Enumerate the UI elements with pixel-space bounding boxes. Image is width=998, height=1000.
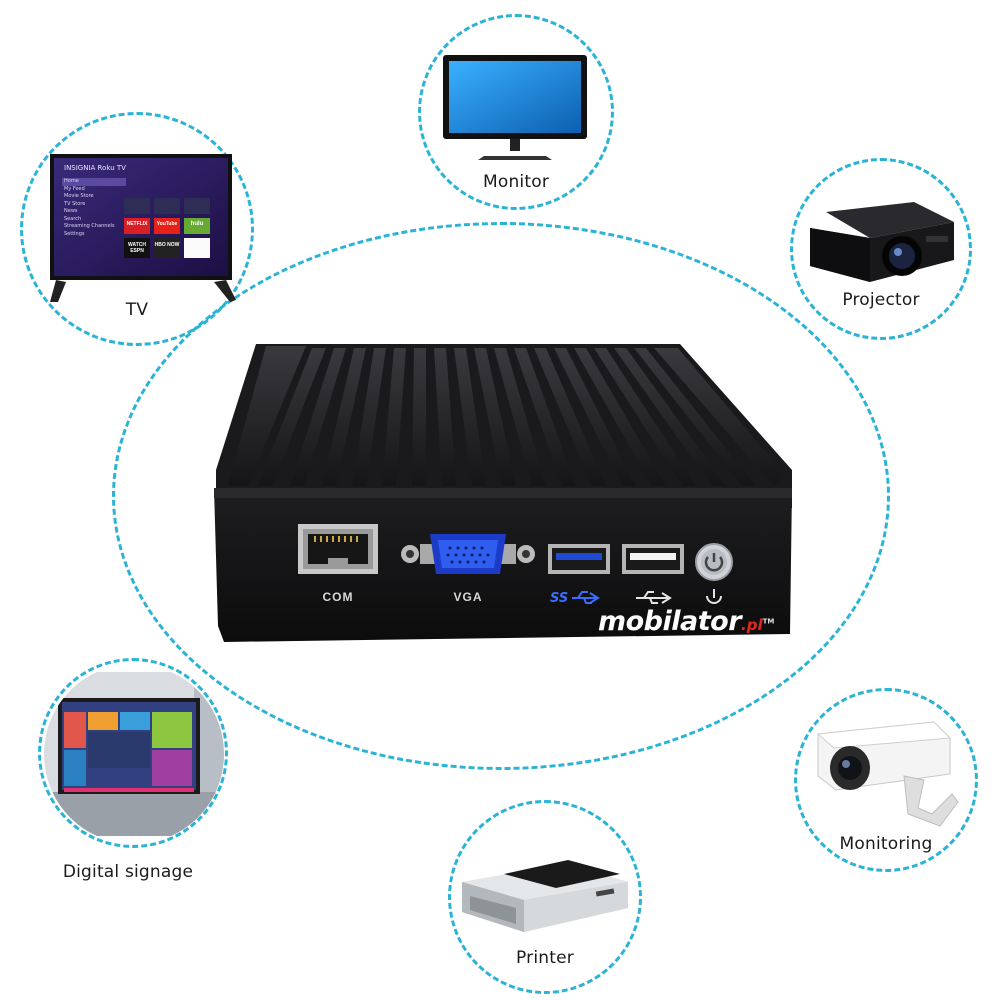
- security-camera-icon: [816, 721, 959, 827]
- tv-screen-brand: INSIGNIA Roku TV: [64, 164, 126, 172]
- tv-menu-item: Home: [62, 178, 126, 186]
- tv-screen-menu: Home My Feed Movie Store TV Store News S…: [62, 178, 126, 238]
- monitor-circle: [418, 14, 614, 210]
- center-dashed-ellipse: [112, 222, 890, 770]
- monitor-label: Monitor: [482, 172, 550, 192]
- tv-app-tile: YouTube: [156, 221, 178, 227]
- vga-port: [401, 534, 535, 574]
- printer-circle: [448, 800, 642, 994]
- power-button-icon: [695, 543, 733, 604]
- projector-circle: [790, 158, 972, 340]
- vga-port-label: VGA: [453, 590, 483, 604]
- monitoring-circle: [794, 688, 978, 872]
- usb2-icon: [636, 591, 672, 604]
- com-port-label: COM: [322, 590, 354, 604]
- tv-app-tile: hulu: [190, 221, 204, 227]
- tv-menu-item: News: [64, 208, 78, 214]
- tv-menu-item: My Feed: [64, 185, 85, 192]
- tv-label: TV: [125, 300, 149, 320]
- ethernet-port: [298, 524, 378, 574]
- mobilator-logo: mobilator.plTM: [598, 606, 774, 646]
- printer-icon: [462, 860, 628, 932]
- mini-pc-case: [214, 344, 792, 642]
- tv-menu-item: Streaming Channels: [64, 223, 115, 229]
- printer-label: Printer: [516, 948, 574, 968]
- monitoring-label: Monitoring: [839, 834, 933, 854]
- tv-app-tile: NETFLIX: [126, 221, 148, 227]
- projector-icon: [810, 202, 954, 282]
- digital-signage-circle: [38, 658, 228, 848]
- monitor-icon: [443, 55, 587, 160]
- usb3-icon: SS: [550, 591, 600, 606]
- tv-menu-item: Settings: [64, 230, 85, 237]
- tv-menu-item: TV Store: [64, 200, 86, 207]
- digital-signage-label: Digital signage: [62, 862, 194, 882]
- svg-text:SS: SS: [550, 591, 568, 606]
- tv-circle: [20, 112, 254, 346]
- tv-app-tile: WATCH ESPN: [128, 242, 146, 254]
- logo-text: mobilator: [598, 606, 742, 637]
- digital-signage-icon: [44, 672, 224, 836]
- tv-menu-item: Search: [64, 215, 82, 222]
- logo-tm: TM: [762, 617, 775, 626]
- tv-icon: [50, 154, 236, 302]
- logo-suffix: .pl: [741, 616, 763, 634]
- tv-menu-item: Movie Store: [64, 193, 94, 199]
- usb3-port: [548, 544, 610, 574]
- tv-app-tile: HBO NOW: [154, 242, 180, 248]
- usb2-port: [622, 544, 684, 574]
- projector-label: Projector: [842, 290, 920, 310]
